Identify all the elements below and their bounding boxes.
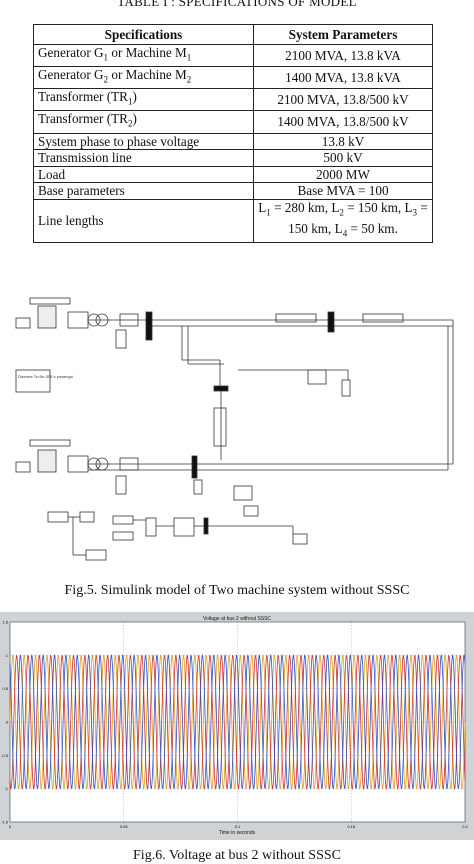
- table-row: System phase to phase voltage 13.8 kV: [33, 132, 433, 151]
- y-tick-label: -1: [4, 786, 8, 791]
- spec-cell: System phase to phase voltage: [33, 132, 254, 151]
- tick-labels: 0 0.05 0.1 0.15 0.2 1.5 1 0.5 0 -0.5 -1 -1.5: [1, 620, 468, 830]
- table-header-row: Specifications System Parameters: [33, 24, 433, 45]
- spec-cell: Generator G1 or Machine M1: [33, 43, 254, 68]
- value-cell: 500 kV: [253, 149, 433, 167]
- header-specifications: Specifications: [33, 24, 254, 45]
- value-cell: L1 = 280 km, L2 = 150 km, L3 = 150 km, L…: [253, 198, 433, 243]
- voltage-phase-line-1: [9, 654, 466, 790]
- spec-cell: Transmission line: [33, 149, 254, 167]
- y-tick-label: -1.5: [1, 820, 9, 825]
- table-row: Generator G2 or Machine M2 1400 MVA, 13.…: [33, 66, 433, 90]
- voltage-phase-line-3: [9, 653, 466, 790]
- value-cell: 2100 MVA, 13.8 kVA: [253, 43, 433, 68]
- voltage-phase-line-2: [9, 654, 466, 791]
- table-row: Generator G1 or Machine M1 2100 MVA, 13.…: [33, 43, 433, 68]
- spec-cell: Base parameters: [33, 182, 254, 200]
- value-cell: 2100 MVA, 13.8/500 kV: [253, 88, 433, 112]
- spec-cell: Load: [33, 165, 254, 184]
- y-tick-label: 1: [6, 653, 9, 658]
- table-row: Load 2000 MW: [33, 165, 433, 184]
- spec-cell: Transformer (TR1): [33, 88, 254, 112]
- value-cell: Base MVA = 100: [253, 182, 433, 200]
- x-tick-label: 0: [9, 824, 12, 829]
- spec-cell: Line lengths: [33, 198, 254, 243]
- figure6-caption: Fig.6. Voltage at bus 2 without SSSC: [133, 848, 341, 863]
- figure5-caption: Fig.5. Simulink model of Two machine sys…: [64, 583, 410, 598]
- table-caption: TABLE I : SPECIFICATIONS OF MODEL: [117, 0, 357, 9]
- chart-title: Voltage at bus 2 without SSSC: [203, 616, 271, 622]
- value-cell: 1400 MVA, 13.8/500 kV: [253, 110, 433, 134]
- x-tick-label: 0.2: [462, 824, 468, 829]
- spec-cell: Transformer (TR2): [33, 110, 254, 134]
- value-cell: 2000 MW: [253, 165, 433, 184]
- table-row: Transformer (TR1) 2100 MVA, 13.8/500 kV: [33, 88, 433, 112]
- table-row: Transformer (TR2) 1400 MVA, 13.8/500 kV: [33, 110, 433, 134]
- x-tick-label: 0.15: [347, 824, 356, 829]
- specifications-table: Specifications System Parameters Generat…: [33, 24, 433, 243]
- voltage-chart: Voltage at bus 2 without SSSC 0 0.05 0.1 0.…: [0, 612, 474, 840]
- value-cell: 13.8 kV: [253, 132, 433, 151]
- x-tick-label: 0.1: [235, 824, 241, 829]
- series-group: [9, 653, 466, 791]
- table-row: Transmission line 500 kV: [33, 149, 433, 167]
- value-cell: 1400 MVA, 13.8 kVA: [253, 66, 433, 90]
- x-axis-label: Time in seconds: [219, 830, 256, 836]
- y-tick-label: 1.5: [2, 620, 8, 625]
- simulink-model-diagram: Discrete Ts=5e-005 s powergui: [15, 297, 454, 561]
- table-row: Line lengths L1 = 280 km, L2 = 150 km, L…: [33, 198, 433, 243]
- powergui-label: Discrete Ts=5e-005 s powergui: [18, 374, 73, 379]
- y-tick-label: 0: [6, 720, 9, 725]
- table-row: Base parameters Base MVA = 100: [33, 182, 433, 200]
- y-tick-label: -0.5: [1, 753, 9, 758]
- header-system-parameters: System Parameters: [253, 24, 433, 45]
- y-tick-label: 0.5: [2, 686, 8, 691]
- spec-cell: Generator G2 or Machine M2: [33, 66, 254, 90]
- x-tick-label: 0.05: [120, 824, 129, 829]
